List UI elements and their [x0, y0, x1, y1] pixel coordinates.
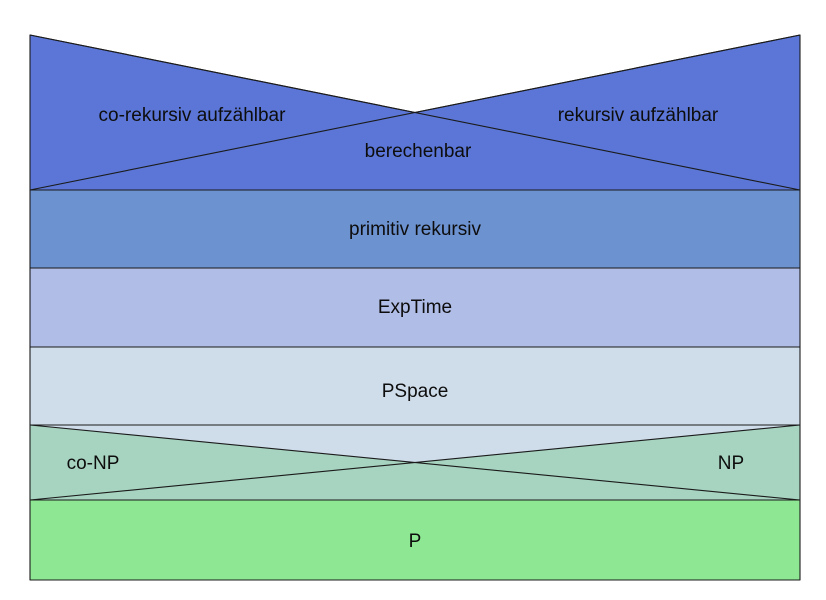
diagram-outline [29, 34, 801, 581]
diagonal-np [29, 424, 801, 501]
label-primitiv-rekursiv: primitiv rekursiv [349, 219, 481, 240]
region-pspace-wedge [30, 425, 800, 463]
region-p [30, 500, 800, 580]
region-exptime [30, 268, 800, 347]
label-pspace: PSpace [382, 381, 449, 402]
label-co-rekursiv-aufzaehlbar: co-rekursiv aufzählbar [99, 105, 287, 126]
label-berechenbar: berechenbar [365, 141, 472, 162]
label-co-np: co-NP [67, 453, 120, 474]
region-primitive-recursive [30, 190, 800, 268]
label-exptime: ExpTime [378, 297, 452, 318]
label-p: P [409, 531, 422, 552]
label-np: NP [718, 453, 744, 474]
label-rekursiv-aufzaehlbar: rekursiv aufzählbar [558, 105, 719, 126]
region-pspace [30, 347, 800, 425]
